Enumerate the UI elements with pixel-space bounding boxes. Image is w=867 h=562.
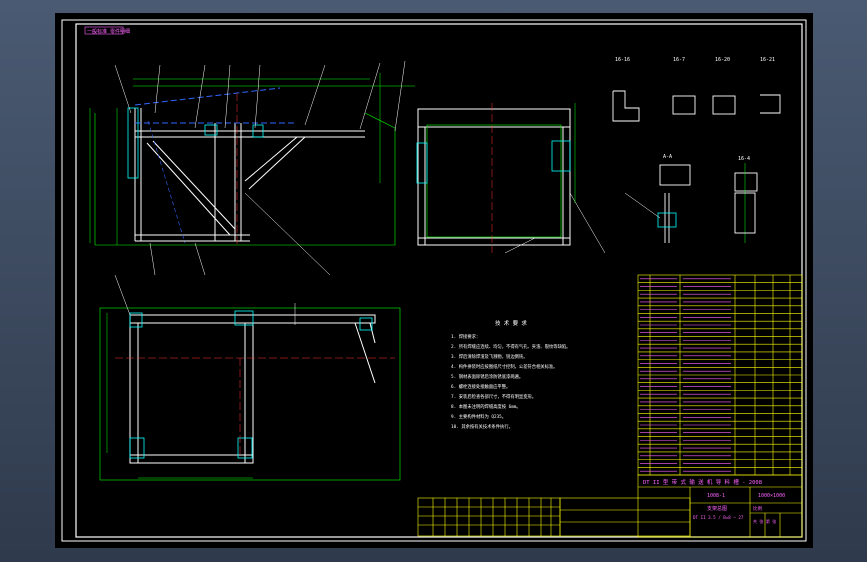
tech-note-5: 5. 钢材表面除锈后涂防锈底漆两遍。 xyxy=(451,373,523,380)
part-name: 支架总图 xyxy=(707,505,727,512)
tech-note-7: 7. 安装后检查各部尺寸，不得有明显变形。 xyxy=(451,393,536,400)
sheet-label: 共 张 第 张 xyxy=(753,518,776,524)
section-label-4: 16-21 xyxy=(760,57,775,63)
front-view xyxy=(89,60,415,276)
tech-note-1: 1. 焊接要求： xyxy=(451,333,480,340)
title-block xyxy=(637,474,803,538)
tech-note-10: 10. 其余按有关技术条件执行。 xyxy=(451,423,513,430)
notes-box xyxy=(559,497,691,537)
tech-note-3: 3. 焊后清除焊渣及飞溅物，锐边倒钝。 xyxy=(451,353,528,360)
section-label-2: 16-7 xyxy=(673,57,685,63)
scale-label: 比例 xyxy=(753,505,762,512)
tech-note-4: 4. 构件拼装时应按图纸尺寸控制，公差符合相关标准。 xyxy=(451,363,558,370)
tech-note-8: 8. 本图未注明的焊缝高度按 6mm。 xyxy=(451,403,521,410)
section-label-3: 16-20 xyxy=(715,57,730,63)
inner-border xyxy=(75,23,803,538)
tech-notes-title: 技 术 要 求 xyxy=(495,319,527,327)
outer-border xyxy=(61,19,807,542)
project-title: DT II 型 带 式 输 送 机 导 料 槽 - 2008 xyxy=(643,478,762,486)
tech-note-6: 6. 螺栓连接处接触面应平整。 xyxy=(451,383,510,390)
technical-notes: 技 术 要 求 1. 焊接要求： 2. 所有焊缝应连续、均匀，不得有气孔、夹渣、… xyxy=(451,319,570,430)
parts-list xyxy=(637,274,803,476)
tag-top-left: 一般标准 零件明细 xyxy=(87,28,130,35)
section-label-5: A-A xyxy=(663,154,672,160)
section-label-6: 16-4 xyxy=(738,156,750,162)
section-details xyxy=(612,90,781,243)
cad-drawing-canvas[interactable]: 一般标准 零件明细 xyxy=(55,13,813,548)
section-label-1: 16-16 xyxy=(615,57,630,63)
drawing-sheet: 一般标准 零件明细 xyxy=(61,19,807,542)
tech-note-2: 2. 所有焊缝应连续、均匀，不得有气孔、夹渣、裂纹等缺陷。 xyxy=(451,343,570,350)
code-2: 1000×1000 xyxy=(758,493,785,499)
dimension-table xyxy=(417,497,561,537)
side-view xyxy=(416,103,606,254)
drawing-number: DT II 3.5 / B=8 — 27 xyxy=(693,515,744,520)
code-1: 1008-1 xyxy=(707,493,725,499)
plan-view xyxy=(99,274,401,481)
tech-note-9: 9. 主要构件材料为 Q235。 xyxy=(451,413,506,420)
